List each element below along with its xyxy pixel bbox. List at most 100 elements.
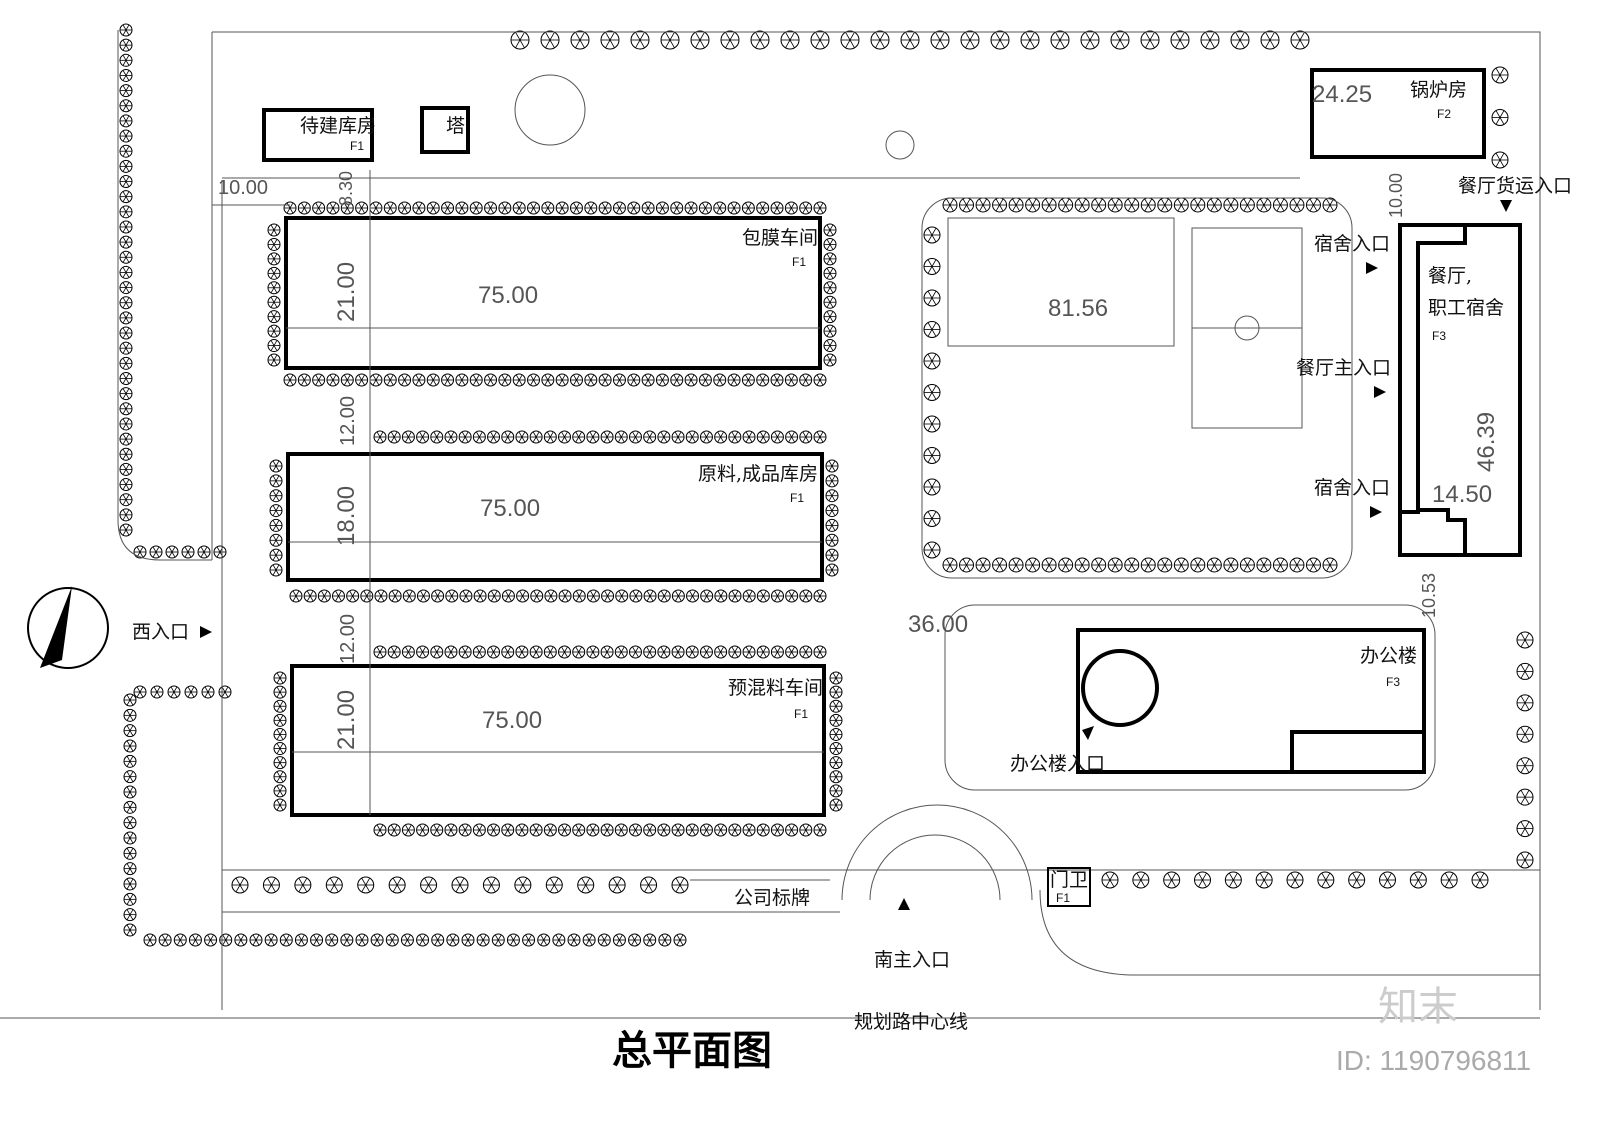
tree-icon: [628, 645, 642, 659]
tree-icon: [458, 645, 472, 659]
tree-icon: [684, 201, 698, 215]
dim-canteen-length: 46.39: [1473, 412, 1500, 472]
tree-icon: [267, 310, 281, 324]
tree-icon: [1091, 557, 1107, 573]
tree-icon: [572, 589, 586, 603]
tree-icon: [1140, 30, 1160, 50]
tree-icon: [119, 23, 133, 37]
tree-icon: [713, 373, 727, 387]
tree-icon: [628, 823, 642, 837]
tree-icon: [325, 933, 339, 947]
tree-icon: [441, 373, 455, 387]
tree-icon: [540, 30, 560, 50]
tree-icon: [184, 685, 198, 699]
tree-icon: [1050, 30, 1070, 50]
tree-icon: [1491, 109, 1509, 126]
tree-icon: [1317, 871, 1335, 889]
tree-icon: [267, 295, 281, 309]
tree-icon: [643, 933, 657, 947]
tree-icon: [273, 756, 287, 770]
tree-icon: [670, 201, 684, 215]
tree-icon: [825, 533, 839, 547]
tree-icon: [119, 129, 133, 143]
tree-icon: [1290, 30, 1310, 50]
arrow-icon: [1370, 506, 1382, 518]
tree-icon: [699, 645, 713, 659]
tree-icon: [756, 645, 770, 659]
tree-icon: [586, 645, 600, 659]
tree-icon: [577, 876, 595, 894]
tree-icon: [218, 685, 232, 699]
tree-icon: [273, 727, 287, 741]
label-guard: 门卫: [1050, 869, 1088, 891]
dim-gap-2: 12.00: [337, 614, 359, 664]
tree-icon: [612, 201, 626, 215]
tree-icon: [686, 589, 700, 603]
tree-icon: [498, 201, 512, 215]
tree-icon: [923, 321, 941, 338]
tree-icon: [387, 823, 401, 837]
tree-icon: [543, 823, 557, 837]
tree-icon: [544, 589, 558, 603]
tree-icon: [923, 226, 941, 244]
tree-icon: [412, 201, 426, 215]
tree-icon: [283, 201, 297, 215]
building-boiler: [1310, 68, 1486, 159]
tree-icon: [756, 201, 770, 215]
tree-icon: [572, 645, 586, 659]
tree-icon: [273, 713, 287, 727]
tree-icon: [742, 823, 756, 837]
tree-icon: [219, 933, 233, 947]
tree-icon: [326, 373, 340, 387]
tree-icon: [671, 823, 685, 837]
tree-icon: [1516, 631, 1534, 649]
tree-icon: [283, 373, 297, 387]
tree-icon: [387, 430, 401, 444]
tree-icon: [1163, 871, 1181, 889]
tree-icon: [728, 645, 742, 659]
tree-icon: [373, 645, 387, 659]
floors-office: F3: [1386, 675, 1400, 689]
tree-icon: [597, 933, 611, 947]
tree-icon: [416, 645, 430, 659]
tree-icon: [756, 589, 770, 603]
tree-icon: [771, 589, 785, 603]
dim-field: 81.56: [1048, 295, 1108, 322]
tree-icon: [1206, 557, 1222, 573]
tree-icon: [123, 816, 137, 830]
arrow-icon: [1366, 262, 1378, 274]
tree-icon: [823, 295, 837, 309]
dim-film-length: 75.00: [478, 282, 538, 309]
label-canteen-main: 餐厅主入口: [1296, 357, 1391, 379]
tree-icon: [119, 220, 133, 234]
tree-icon: [823, 237, 837, 251]
tree-icon: [119, 144, 133, 158]
tree-icon: [923, 447, 941, 464]
tree-icon: [1132, 871, 1150, 889]
floors-boiler: F2: [1437, 107, 1451, 121]
tree-icon: [501, 823, 515, 837]
tree-icon: [1256, 197, 1272, 213]
tree-icon: [119, 84, 133, 98]
tree-icon: [975, 557, 991, 573]
tree-icon: [586, 823, 600, 837]
tree-icon: [799, 823, 813, 837]
tree-icon: [273, 784, 287, 798]
tree-icon: [510, 30, 530, 50]
dim-north-gap: 10.00: [1386, 173, 1406, 218]
tree-icon: [374, 589, 388, 603]
tree-icon: [487, 589, 501, 603]
tree-icon: [615, 589, 629, 603]
tree-icon: [346, 589, 360, 603]
dim-premix-depth: 21.00: [333, 690, 360, 750]
tree-icon: [614, 430, 628, 444]
tree-icon: [385, 933, 399, 947]
tree-icon: [331, 589, 345, 603]
tree-icon: [360, 589, 374, 603]
office-garden: [944, 604, 1436, 791]
tree-icon: [829, 798, 843, 812]
tree-icon: [584, 201, 598, 215]
tree-icon: [569, 201, 583, 215]
tree-icon: [119, 265, 133, 279]
south-plaza: [841, 804, 1033, 901]
